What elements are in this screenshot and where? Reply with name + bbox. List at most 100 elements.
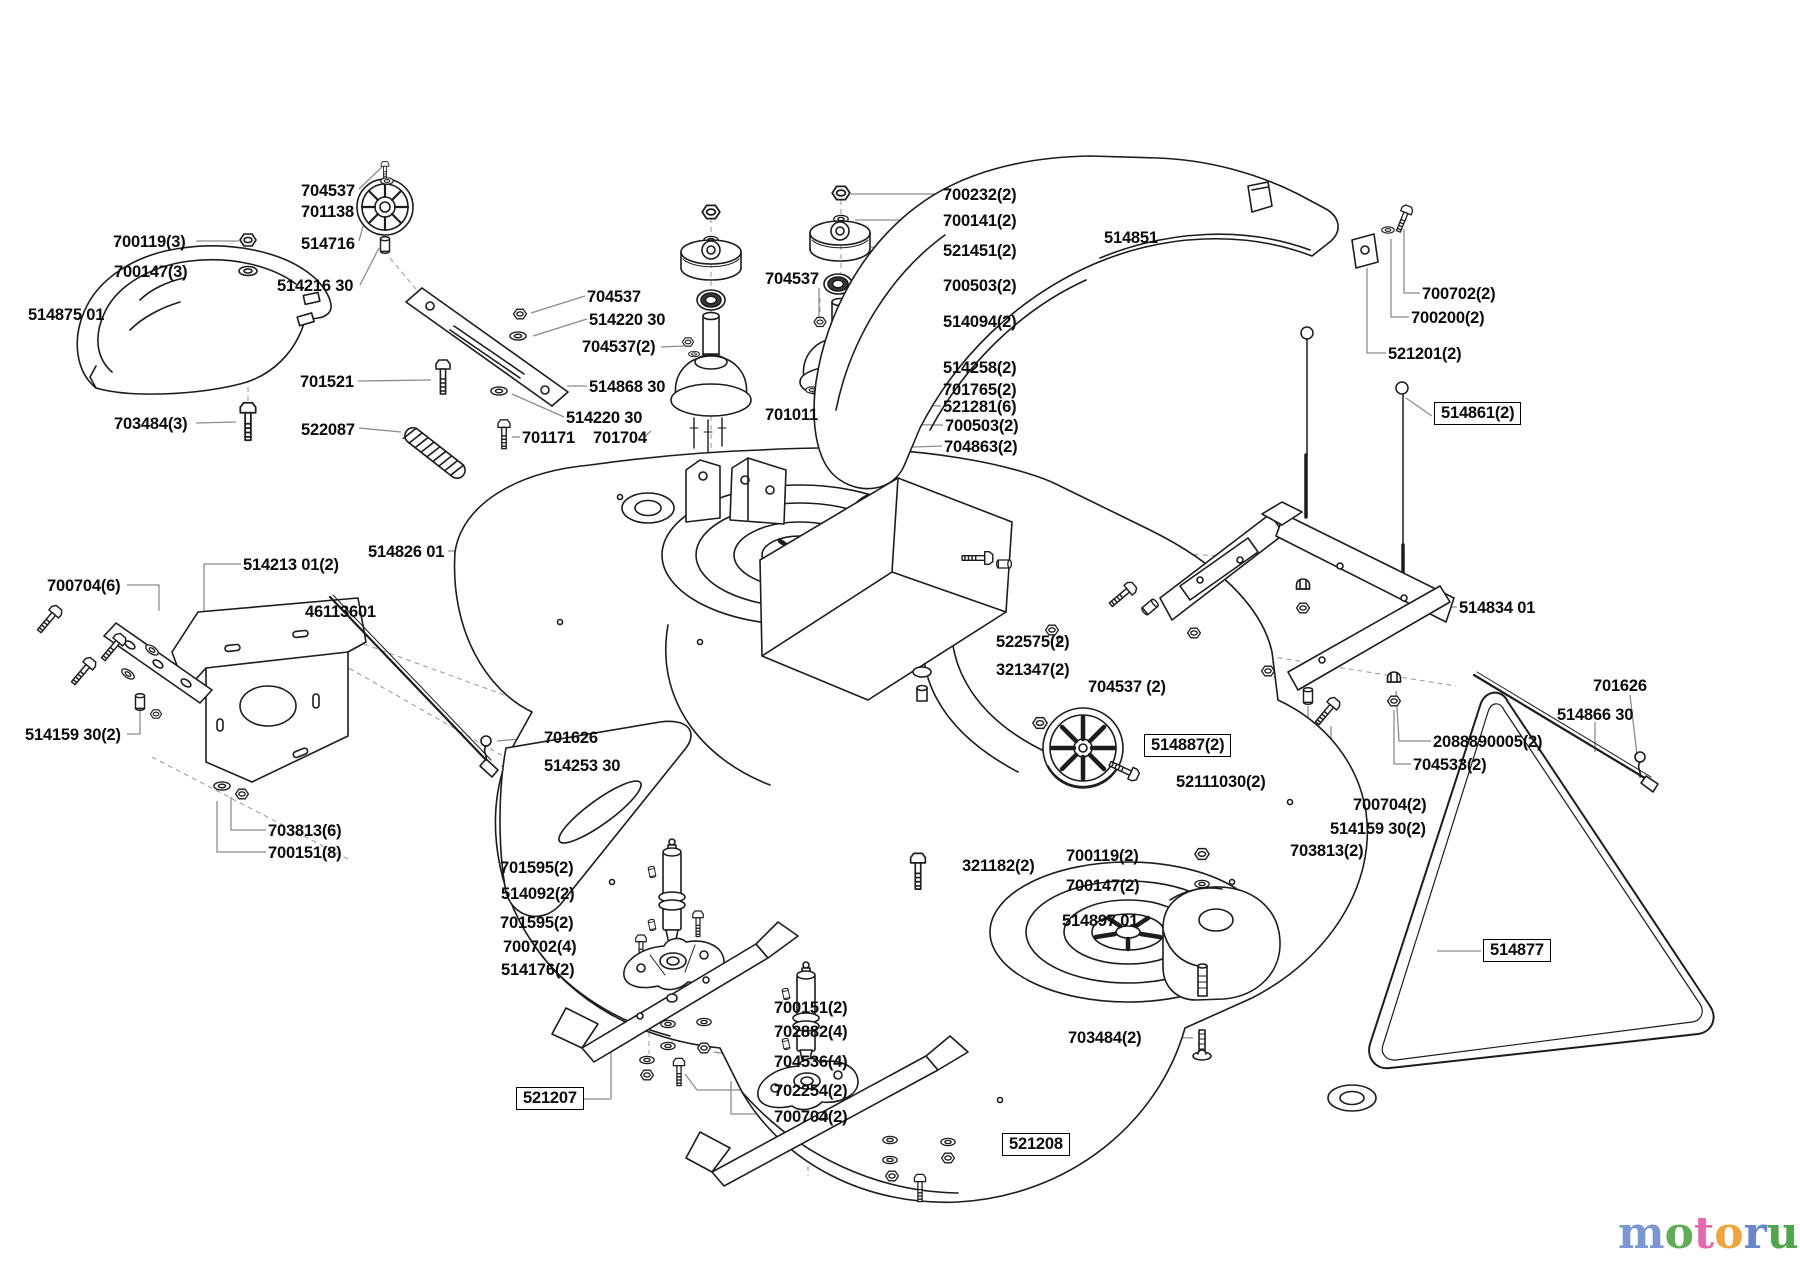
watermark-letter: m <box>1618 1208 1665 1259</box>
part-label-704863-2: 704863(2) <box>944 438 1018 456</box>
watermark-letter: o <box>1714 1208 1744 1259</box>
part-label-701011: 701011 <box>765 406 818 424</box>
part-label-704533-2: 704533(2) <box>1413 756 1487 774</box>
part-label-700119-2: 700119(2) <box>1066 847 1139 865</box>
part-label-321182-2: 321182(2) <box>962 857 1035 875</box>
part-label-514716: 514716 <box>301 235 355 253</box>
part-label-514877: 514877 <box>1483 939 1551 963</box>
part-label-703484-2: 703484(2) <box>1068 1029 1142 1047</box>
part-label-521451-2: 521451(2) <box>943 242 1017 260</box>
part-label-701626: 701626 <box>544 729 598 747</box>
middle-spindle-stack <box>670 204 752 453</box>
part-label-514253-30: 514253 30 <box>544 757 621 775</box>
part-label-514220-30: 514220 30 <box>566 409 643 427</box>
part-label-700151-2: 700151(2) <box>774 999 848 1017</box>
watermark-letters: motoruf <box>1618 1208 1800 1259</box>
part-label-703813-6: 703813(6) <box>268 822 342 840</box>
adjuster-rod-left <box>328 594 499 778</box>
part-label-702882-4: 702882(4) <box>774 1023 848 1041</box>
part-label-703484-3: 703484(3) <box>114 415 188 433</box>
part-label-701138: 701138 <box>301 203 354 221</box>
watermark-letter: r <box>1743 1208 1767 1259</box>
clip-hardware <box>1351 203 1415 269</box>
part-label-514092-2: 514092(2) <box>501 885 575 903</box>
part-label-700702-4: 700702(4) <box>503 938 577 956</box>
part-label-700147-3: 700147(3) <box>114 263 188 281</box>
part-label-514216-30: 514216 30 <box>277 277 354 295</box>
gauge-wheel <box>1032 707 1142 789</box>
part-label-704537-2: 704537 (2) <box>1088 678 1166 696</box>
part-label-514861-2: 514861(2) <box>1434 402 1522 426</box>
part-label-514258-2: 514258(2) <box>943 359 1017 377</box>
idler-pulley <box>356 160 414 254</box>
watermark-letter: f <box>1799 1208 1800 1259</box>
part-label-514159-30-2: 514159 30(2) <box>1330 820 1426 838</box>
part-label-514220-30: 514220 30 <box>589 311 666 329</box>
part-label-700503-2: 700503(2) <box>943 277 1017 295</box>
watermark-letter: u <box>1766 1208 1799 1259</box>
part-label-700704-2: 700704(2) <box>1353 796 1427 814</box>
part-label-701704: 701704 <box>593 429 647 447</box>
right-blade-assembly <box>685 961 969 1203</box>
part-label-2088890005-2: 2088890005(2) <box>1433 733 1543 751</box>
part-label-702254-2: 702254(2) <box>774 1082 848 1100</box>
part-label-701626: 701626 <box>1593 677 1647 695</box>
mount-bracket <box>33 597 367 800</box>
part-label-514875-01: 514875 01 <box>28 306 105 324</box>
part-label-52111030-2: 52111030(2) <box>1176 773 1266 791</box>
part-label-514866-30: 514866 30 <box>1557 706 1634 724</box>
watermark-letter: o <box>1664 1208 1694 1259</box>
part-label-514213-01-2: 514213 01(2) <box>243 556 339 574</box>
part-label-701171: 701171 <box>522 429 575 447</box>
part-label-701595-2: 701595(2) <box>500 859 574 877</box>
part-label-514176-2: 514176(2) <box>501 961 575 979</box>
part-label-701595-2: 701595(2) <box>500 914 574 932</box>
belt-guard-cover <box>76 245 332 395</box>
tension-spring <box>402 426 466 480</box>
part-label-522575-2: 522575(2) <box>996 633 1070 651</box>
pull-ropes <box>1300 326 1409 575</box>
part-label-700141-2: 700141(2) <box>943 212 1017 230</box>
part-label-701521: 701521 <box>300 373 354 391</box>
part-label-514868-30: 514868 30 <box>589 378 666 396</box>
part-label-514159-30-2: 514159 30(2) <box>25 726 121 744</box>
mounting-bar <box>405 287 569 407</box>
part-label-700200-2: 700200(2) <box>1411 309 1485 327</box>
part-label-514094-2: 514094(2) <box>943 313 1017 331</box>
part-label-704537: 704537 <box>587 288 641 306</box>
part-label-514826-01: 514826 01 <box>368 543 445 561</box>
part-label-704536-4: 704536(4) <box>774 1053 848 1071</box>
left-blade-assembly <box>551 838 799 1087</box>
part-label-700151-8: 700151(8) <box>268 844 342 862</box>
part-label-704537-2: 704537(2) <box>582 338 656 356</box>
part-label-703813-2: 703813(2) <box>1290 842 1364 860</box>
part-label-321347-2: 321347(2) <box>996 661 1070 679</box>
part-label-521201-2: 521201(2) <box>1388 345 1462 363</box>
part-label-514834-01: 514834 01 <box>1459 599 1536 617</box>
part-label-700702-2: 700702(2) <box>1422 285 1496 303</box>
discharge-cover <box>813 155 1339 490</box>
part-label-700704-6: 700704(6) <box>47 577 121 595</box>
part-label-700119-3: 700119(3) <box>113 233 186 251</box>
part-label-46113601: 46113601 <box>305 603 376 621</box>
part-label-704537: 704537 <box>765 270 819 288</box>
part-label-700704-2: 700704(2) <box>774 1108 848 1126</box>
part-label-514897-01: 514897 01 <box>1062 912 1139 930</box>
part-label-522087: 522087 <box>301 421 355 439</box>
part-label-700232-2: 700232(2) <box>943 186 1017 204</box>
part-label-521208: 521208 <box>1002 1133 1070 1157</box>
v-belt <box>1368 691 1715 1070</box>
part-label-701765-2: 701765(2) <box>943 381 1017 399</box>
corner-cover <box>1162 847 1281 1061</box>
part-label-704537: 704537 <box>301 182 355 200</box>
watermark-letter: t <box>1693 1208 1715 1259</box>
part-label-514851: 514851 <box>1104 229 1158 247</box>
watermark-logo: motoruf.de <box>1618 1212 1800 1256</box>
part-label-521281-6: 521281(6) <box>943 398 1017 416</box>
adjuster-rod-right <box>1472 671 1659 793</box>
part-label-521207: 521207 <box>516 1087 584 1111</box>
deck-weldment <box>453 447 1377 1204</box>
part-label-514887-2: 514887(2) <box>1144 734 1232 758</box>
